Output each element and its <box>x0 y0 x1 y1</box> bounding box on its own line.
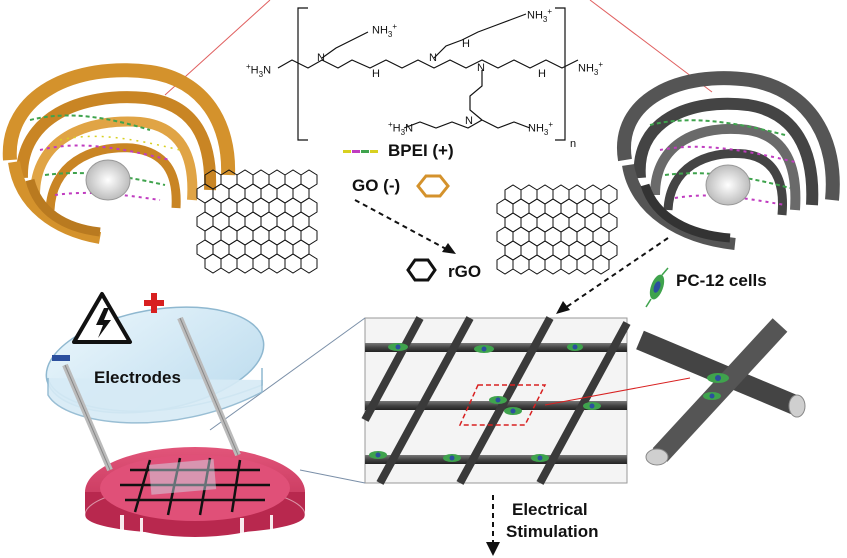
go-label: GO (-) <box>352 176 401 195</box>
stimulation-label-line2: Stimulation <box>506 522 599 541</box>
bpei-structure <box>277 7 579 141</box>
plus-icon <box>144 293 164 313</box>
n-atom: N <box>429 52 437 64</box>
electrodes-label: Electrodes <box>94 368 181 387</box>
h3n-label: +H3N <box>246 62 272 79</box>
n-atom: N <box>477 62 485 74</box>
hexagon-icon <box>416 174 450 198</box>
connector-line <box>209 317 366 431</box>
nh-atom: H <box>538 68 546 80</box>
nh-atom: H <box>372 68 380 80</box>
n-atom: N <box>465 115 473 127</box>
charge-text: + <box>548 120 554 129</box>
down-arrow-icon <box>354 199 456 254</box>
charge-text: + <box>598 60 604 69</box>
charge-text: + <box>547 7 553 16</box>
repeat-n: n <box>570 138 577 150</box>
crossing-rods <box>636 318 806 466</box>
n-text: N <box>405 122 414 135</box>
go-sheet <box>196 169 318 274</box>
mesh-zoom-panel <box>361 316 691 485</box>
charge-text: + <box>388 120 393 129</box>
charge-text: + <box>392 22 398 31</box>
bpei-legend-dash <box>343 150 378 153</box>
high-voltage-warning-icon <box>72 292 132 344</box>
nh3-text: NH <box>578 62 594 75</box>
nh3-label: NH3+ <box>528 120 554 137</box>
h-text: H <box>392 122 401 135</box>
nh3-label: NH3+ <box>527 7 553 24</box>
n-text: N <box>263 64 272 77</box>
down-arrow-icon <box>556 237 669 314</box>
nh3-label: NH3+ <box>372 22 398 39</box>
cell-icon <box>645 267 669 308</box>
charge-text: + <box>246 62 251 71</box>
h-text: H <box>250 64 259 77</box>
nh-atom: H <box>462 38 470 50</box>
h3n-label: +H3N <box>388 120 414 137</box>
down-arrow-icon <box>486 495 500 556</box>
rgo-sheet <box>496 184 618 275</box>
n-atom: N <box>317 52 325 64</box>
nh3-text: NH <box>528 122 544 135</box>
hexagon-icon <box>406 258 437 282</box>
minus-icon <box>52 355 70 361</box>
connector-line <box>299 469 366 484</box>
stimulation-label-line1: Electrical <box>512 500 588 519</box>
nh3-text: NH <box>372 24 388 37</box>
gray-scaffold <box>617 71 840 250</box>
bpei-label: BPEI (+) <box>388 141 454 160</box>
nh3-text: NH <box>527 9 543 22</box>
rgo-label: rGO <box>448 262 482 281</box>
nh3-label: NH3+ <box>578 60 604 77</box>
orange-scaffold <box>2 63 236 244</box>
petri-dish <box>45 306 306 546</box>
pc12-label: PC-12 cells <box>676 271 767 290</box>
